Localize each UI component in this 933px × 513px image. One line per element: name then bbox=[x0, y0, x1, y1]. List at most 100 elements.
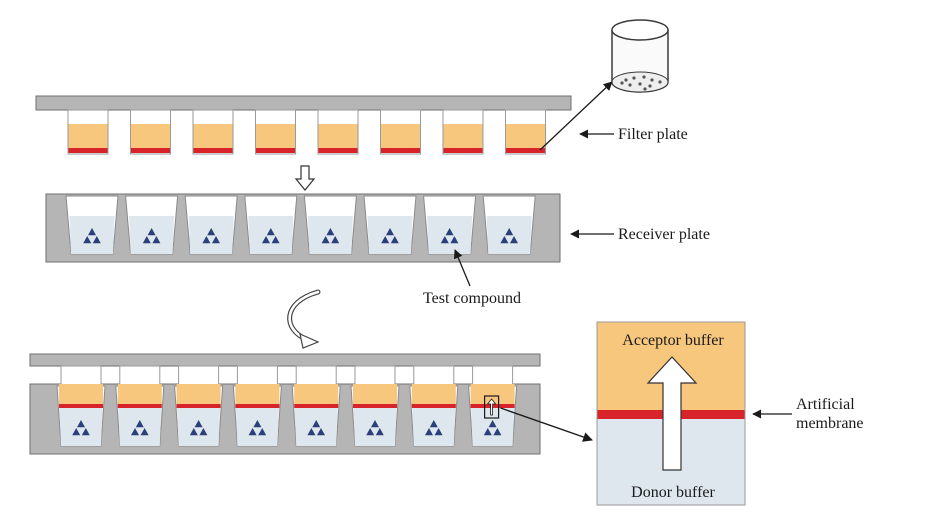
filter-well-buffer bbox=[256, 124, 295, 150]
acceptor-buffer-label: Acceptor buffer bbox=[622, 332, 724, 349]
filter-pore-dot bbox=[628, 83, 632, 87]
filter-well-membrane bbox=[381, 148, 420, 153]
test-compound-label: Test compound bbox=[423, 290, 521, 307]
assembly-membrane bbox=[353, 404, 397, 408]
compound-triangles-c bbox=[390, 236, 399, 244]
highlight-box bbox=[484, 395, 500, 419]
assembly-compound-triangles-c bbox=[140, 428, 149, 436]
assembly-membrane bbox=[235, 404, 280, 408]
assembly-compound-triangles-a bbox=[194, 420, 203, 428]
compound-triangles-c bbox=[331, 236, 340, 244]
assembly-compound-triangles-b bbox=[248, 428, 257, 436]
assembly-receiver-body bbox=[29, 383, 541, 455]
filter-pore-dot bbox=[620, 81, 624, 85]
compound-triangles-a bbox=[445, 228, 454, 236]
compound-triangles-b bbox=[321, 236, 330, 244]
compound-triangles-b bbox=[83, 236, 92, 244]
assembly-compound-triangles-c bbox=[81, 428, 90, 436]
assembly-compound-triangles-b bbox=[72, 428, 81, 436]
filter-pore-dot bbox=[632, 76, 636, 80]
assembly-compound-triangles-a bbox=[253, 420, 262, 428]
assembly-compound-triangles-b bbox=[307, 428, 316, 436]
assembly-compound-triangles-b bbox=[366, 428, 375, 436]
artificial-membrane-label-line1: Artificial bbox=[796, 396, 855, 413]
assembly-compound-triangles-c bbox=[317, 428, 325, 436]
assembly-acceptor-buffer bbox=[176, 384, 221, 406]
zoom-pointer-arrow bbox=[500, 407, 593, 442]
filter-well-buffer bbox=[68, 124, 108, 150]
assembly-compound-triangles-a bbox=[312, 420, 321, 428]
filter-pore-dot bbox=[658, 80, 662, 84]
filter-well-buffer bbox=[318, 124, 358, 150]
compound-triangles-b bbox=[440, 236, 449, 244]
filter-pore-dot bbox=[643, 87, 647, 91]
compound-triangles-a bbox=[386, 228, 394, 236]
assembly-acceptor-buffer bbox=[294, 384, 339, 406]
compound-triangles-b bbox=[262, 236, 270, 244]
assembly-acceptor-buffer bbox=[235, 384, 280, 406]
assembly-acceptor-buffer bbox=[59, 384, 103, 406]
assembly-acceptor-buffer bbox=[117, 384, 162, 406]
compound-triangles-a bbox=[147, 228, 156, 236]
filter-well-buffer bbox=[193, 124, 233, 150]
compound-triangles-a bbox=[88, 228, 96, 236]
assembly-membrane bbox=[411, 404, 456, 408]
assembly-compound-triangles-b bbox=[131, 428, 139, 436]
filter-pore-dot bbox=[624, 78, 628, 82]
filter-pore-dot bbox=[648, 84, 652, 88]
assembly-membrane bbox=[176, 404, 221, 408]
compound-triangles-a bbox=[266, 228, 275, 236]
down-step-arrow bbox=[294, 165, 316, 191]
filter-well-membrane bbox=[68, 148, 108, 153]
compound-triangles-c bbox=[212, 236, 220, 244]
filter-well-membrane bbox=[506, 148, 545, 153]
compound-triangles-c bbox=[271, 236, 280, 244]
compound-triangles-b bbox=[142, 236, 151, 244]
filter-well-membrane bbox=[131, 148, 170, 153]
assembly-curve-arrowhead bbox=[299, 332, 320, 349]
test-compound-pointer bbox=[453, 249, 471, 287]
filter-well-membrane bbox=[256, 148, 295, 153]
compound-triangles-a bbox=[326, 228, 335, 236]
compound-triangles-a bbox=[505, 228, 514, 236]
zoom-panel-border bbox=[596, 321, 746, 506]
compound-triangles-b bbox=[500, 236, 509, 244]
assembly-membrane bbox=[59, 404, 103, 408]
filter-pore-dot bbox=[642, 75, 646, 79]
filter-pore-dot bbox=[638, 82, 642, 86]
filter-pore-dot bbox=[650, 78, 654, 82]
compound-triangles-c bbox=[152, 236, 161, 244]
assembly-acceptor-buffer bbox=[470, 384, 515, 406]
compound-triangles-c bbox=[450, 236, 459, 244]
assembly-compound-triangles-a bbox=[488, 420, 497, 428]
assembly-compound-triangles-a bbox=[371, 420, 379, 428]
filter-well-buffer bbox=[443, 124, 483, 150]
compound-triangles-c bbox=[92, 236, 101, 244]
filter-well-membrane bbox=[443, 148, 483, 153]
highlight-mini-arrow bbox=[486, 398, 497, 416]
filter-well-membrane bbox=[318, 148, 358, 153]
filter-well-buffer bbox=[131, 124, 170, 150]
assembly-compound-triangles-b bbox=[425, 428, 433, 436]
assembly-acceptor-buffer bbox=[411, 384, 456, 406]
compound-triangles-b bbox=[202, 236, 211, 244]
donor-buffer-label: Donor buffer bbox=[631, 484, 715, 501]
assembly-membrane bbox=[117, 404, 162, 408]
assembly-top-bar bbox=[29, 353, 541, 367]
permeation-arrow bbox=[646, 356, 698, 471]
artificial-membrane-label-line2: membrane bbox=[796, 415, 864, 432]
assembly-compound-triangles-c bbox=[199, 428, 208, 436]
assembly-compound-triangles-a bbox=[429, 420, 438, 428]
filter-well-buffer bbox=[381, 124, 420, 150]
compound-triangles-b bbox=[381, 236, 390, 244]
filter-insert-top bbox=[611, 19, 669, 41]
assembly-compound-triangles-b bbox=[189, 428, 198, 436]
receiver-plate-label: Receiver plate bbox=[618, 226, 710, 243]
filter-well-buffer bbox=[506, 124, 545, 150]
insert-pointer-arrow bbox=[539, 81, 613, 151]
compound-triangles-a bbox=[207, 228, 216, 236]
filter-plate-bar bbox=[35, 95, 572, 111]
filter-plate-label: Filter plate bbox=[618, 126, 688, 143]
